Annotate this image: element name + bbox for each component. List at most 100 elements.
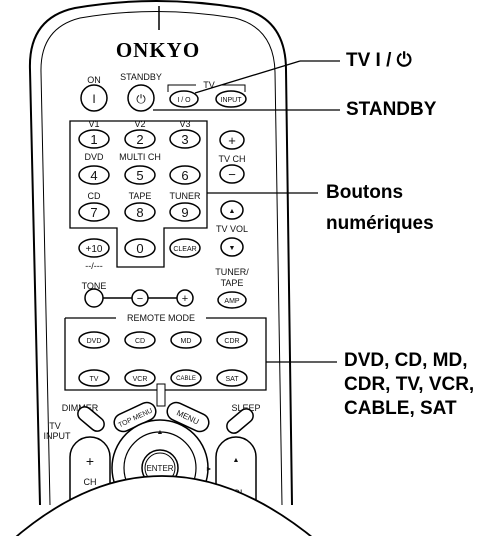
number-button-0-label: 0 <box>136 241 143 256</box>
mode-button-dvd[interactable] <box>78 331 110 349</box>
number-button-3[interactable] <box>169 129 201 149</box>
tv-vol-up-icon: ▲ <box>229 208 236 215</box>
number-button-2[interactable] <box>124 129 156 149</box>
ch-plus-glyph: + <box>86 453 94 469</box>
mode-button-sat-label: SAT <box>225 376 239 383</box>
dvd-label: DVD <box>84 152 104 162</box>
tv-vol-up-button[interactable] <box>220 200 244 220</box>
menu-button[interactable] <box>164 400 211 435</box>
number-button-0[interactable] <box>124 238 156 258</box>
number-button-5[interactable] <box>124 165 156 185</box>
mode-button-cdr-label: CDR <box>224 338 239 345</box>
dashes-label: --/--- <box>85 261 103 271</box>
tone-label: TONE <box>82 281 107 291</box>
tone-button[interactable] <box>84 288 104 308</box>
standby-power-icon: ⏻ <box>136 92 146 106</box>
tv-power-button-label: I / O <box>177 97 191 104</box>
mode-button-tv-label: TV <box>90 376 99 383</box>
multich-label: MULTI CH <box>119 152 161 162</box>
tv-ch-label: TV CH <box>219 154 246 164</box>
callout-numeric-1: Boutons <box>326 182 404 203</box>
mode-button-cdr[interactable] <box>216 331 248 349</box>
on-button[interactable] <box>80 84 108 112</box>
dimmer-button[interactable] <box>75 404 107 434</box>
mode-button-vcr-label: VCR <box>133 376 148 383</box>
number-button-9-label: 9 <box>181 205 188 220</box>
mode-button-cable-label: CABLE <box>176 376 196 382</box>
cutaway-arc-line <box>9 475 319 542</box>
v1-label: V1 <box>88 119 99 129</box>
number-button-3-label: 3 <box>181 132 188 147</box>
v2-label: V2 <box>134 119 145 129</box>
number-button-8[interactable] <box>124 202 156 222</box>
standby-label: STANDBY <box>120 72 162 82</box>
mode-button-vcr[interactable] <box>124 369 156 387</box>
enter-label: ENTER <box>146 464 173 473</box>
clear-button[interactable] <box>169 238 201 258</box>
amp-button[interactable] <box>217 291 247 309</box>
on-button-glyph: I <box>92 92 95 106</box>
mode-button-cable[interactable] <box>170 369 202 387</box>
number-button-1-label: 1 <box>90 132 97 147</box>
cutaway-arc <box>10 476 501 542</box>
callout-modes-3: CABLE, SAT <box>344 398 457 419</box>
mode-button-md-label: MD <box>181 338 192 345</box>
tuner-label: TUNER <box>170 191 201 201</box>
callout-numeric-2: numériques <box>326 213 434 234</box>
tone-minus-glyph: − <box>137 293 143 305</box>
brand-logo: ONKYO <box>116 38 200 62</box>
mode-button-cd-label: CD <box>135 338 145 345</box>
up-arrow-icon: ▲ <box>157 429 164 436</box>
tv-power-button[interactable] <box>169 90 199 108</box>
tone-minus-button[interactable] <box>131 289 149 307</box>
number-button-7[interactable] <box>78 202 110 222</box>
remote-mode-label: REMOTE MODE <box>127 313 195 323</box>
mode-button-sat[interactable] <box>216 369 248 387</box>
plus10-button[interactable] <box>78 238 110 258</box>
tone-plus-glyph: + <box>182 293 188 305</box>
tv-vol-label: TV VOL <box>216 224 248 234</box>
right-arrow-icon: ► <box>206 466 213 473</box>
callout-standby: STANDBY <box>346 99 437 120</box>
number-button-1[interactable] <box>78 129 110 149</box>
amp-label: AMP <box>224 298 240 305</box>
number-button-2-label: 2 <box>136 132 143 147</box>
tuner-tape-label-1: TUNER/ <box>215 267 249 277</box>
number-button-5-label: 5 <box>136 168 143 183</box>
tv-vol-down-icon: ▼ <box>229 245 236 252</box>
tv-ch-down-button[interactable] <box>219 164 245 184</box>
remote-mode-box <box>64 317 267 391</box>
tone-plus-button[interactable] <box>176 289 194 307</box>
tv-ch-up-button[interactable] <box>219 130 245 150</box>
number-button-6[interactable] <box>169 165 201 185</box>
vol-up-icon: ▲ <box>233 457 240 464</box>
callout-line-tv-power <box>194 60 301 94</box>
standby-button[interactable] <box>127 84 155 112</box>
on-label: ON <box>87 75 101 85</box>
v3-label: V3 <box>179 119 190 129</box>
tv-ch-down-glyph: − <box>228 167 236 182</box>
callout-tv-power: TV I / ⏻ <box>346 50 412 71</box>
tv-input-button[interactable] <box>215 90 247 108</box>
mode-button-dvd-label: DVD <box>87 338 102 345</box>
menu-divider <box>156 383 166 407</box>
number-button-4[interactable] <box>78 165 110 185</box>
number-button-9[interactable] <box>169 202 201 222</box>
ch-label: CH <box>84 477 97 487</box>
tv-ch-up-glyph: + <box>228 133 236 148</box>
tv-input-label-2: INPUT <box>44 431 72 441</box>
number-button-8-label: 8 <box>136 205 143 220</box>
sleep-button[interactable] <box>224 406 256 436</box>
plus10-label: +10 <box>86 244 103 255</box>
tv-vol-down-button[interactable] <box>220 237 244 257</box>
callout-modes-2: CDR, TV, VCR, <box>344 374 475 395</box>
tape-label: TAPE <box>129 191 152 201</box>
number-button-4-label: 4 <box>90 168 97 183</box>
tv-input-button-label: INPUT <box>221 97 243 104</box>
numeric-block-outline <box>69 120 208 268</box>
mode-button-md[interactable] <box>170 331 202 349</box>
remote-inner-edge <box>40 11 283 506</box>
mode-button-tv[interactable] <box>78 369 110 387</box>
mode-button-cd[interactable] <box>124 331 156 349</box>
